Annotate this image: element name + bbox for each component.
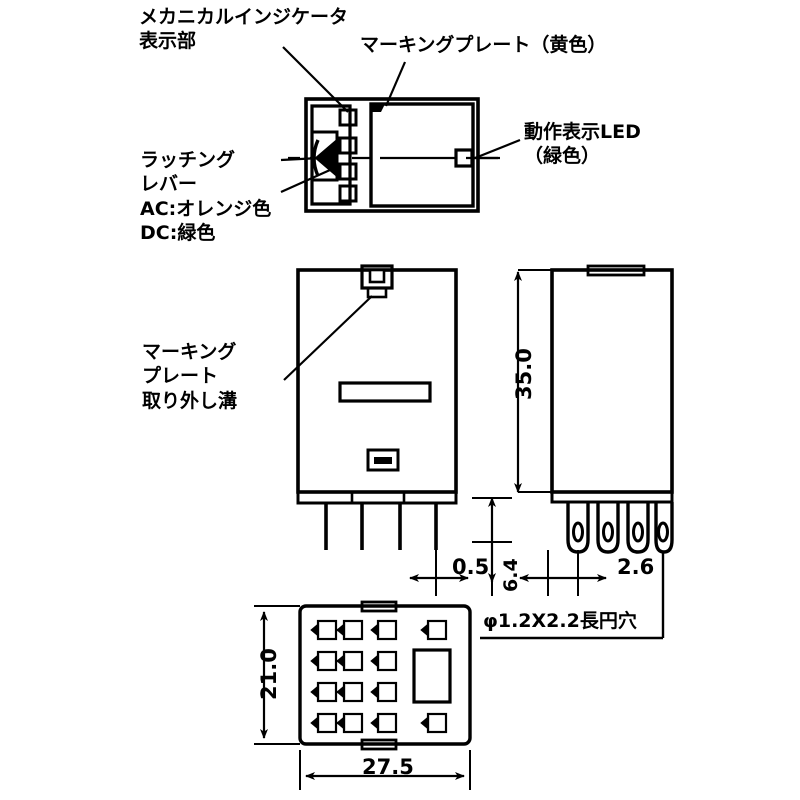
dimension-21-group [254, 605, 300, 745]
bottom-view-coil-window [412, 648, 452, 704]
side-view-top-slot [586, 264, 646, 277]
top-view-group [288, 97, 500, 213]
leader-mechanical-indicator [282, 46, 349, 113]
dimension-depth-21: 21.0 [257, 648, 281, 700]
side-view-terminal-hole-4 [657, 521, 669, 543]
leader-latching-lever-2 [280, 168, 331, 194]
front-view-top-tab-inner [368, 268, 386, 284]
indicator-square-2 [338, 136, 358, 155]
callout-operation-led-green: 動作表示LED （緑色） [524, 121, 641, 168]
callout-mechanical-indicator: メカニカルインジケータ 表示部 [139, 6, 349, 53]
bottom-view-top-notch [360, 600, 398, 613]
dimension-275-group [299, 750, 471, 790]
side-view-body [550, 268, 674, 494]
terminal-row-1 [310, 619, 448, 641]
dimension-35-group [514, 269, 552, 493]
top-view-leader-lines [280, 46, 521, 194]
side-view-group [550, 264, 674, 554]
note-slot-hole-size: φ1.2X2.2長円穴 [483, 610, 637, 632]
bottom-view-bottom-notch [360, 738, 398, 751]
callout-marking-plate-groove: マーキング プレート 取り外し溝 [142, 341, 238, 412]
side-view-terminal-3 [626, 502, 650, 554]
leader-led [474, 138, 521, 160]
side-view-terminal-2 [596, 502, 620, 554]
side-view-terminal-hole-3 [632, 521, 644, 543]
dimension-bottom-pins-group [409, 497, 665, 640]
dimension-height-35: 35.0 [512, 348, 536, 400]
front-view-leader-lines [283, 295, 373, 381]
leader-marking-plate-yellow [384, 61, 407, 107]
indicator-square-3 [338, 162, 358, 181]
callout-marking-plate-yellow: マーキングプレート（黄色） [360, 34, 607, 56]
top-view-body [304, 97, 480, 213]
callout-latching-lever: ラッチング レバー AC:オレンジ色 DC:緑色 [140, 149, 272, 244]
top-view-marking-plate [369, 102, 475, 208]
terminal-row-3 [310, 681, 398, 703]
top-view-lever-housing [310, 104, 352, 206]
side-view-terminal-hole-2 [602, 521, 614, 543]
bottom-view-terminals [310, 619, 448, 734]
indicator-square-1 [338, 108, 358, 127]
dimension-pin-length-64: 6.4 [500, 558, 522, 592]
leader-latching-lever [280, 156, 321, 162]
dimension-width-275: 27.5 [362, 755, 414, 779]
terminal-row-4 [310, 712, 448, 734]
side-view-base-band [550, 490, 674, 504]
leader-marking-plate-groove [283, 295, 373, 381]
bottom-view-body [298, 604, 472, 746]
side-view-terminal-hole-1 [572, 521, 584, 543]
front-view-removal-groove-inner [374, 457, 392, 464]
front-view-removal-groove [366, 448, 400, 472]
front-view-group [296, 264, 458, 550]
bottom-view-group [298, 600, 472, 751]
side-view-terminal-1 [566, 502, 590, 554]
dimension-pin-offset-05: 0.5 [452, 555, 490, 579]
terminal-row-2 [310, 650, 398, 672]
front-view-marking-slot [338, 381, 432, 403]
dimension-pin-pitch-26: 2.6 [617, 555, 655, 579]
marking-plate-notch [371, 104, 385, 112]
indicator-square-4 [338, 184, 358, 203]
front-view-top-tab-foot [366, 286, 388, 299]
